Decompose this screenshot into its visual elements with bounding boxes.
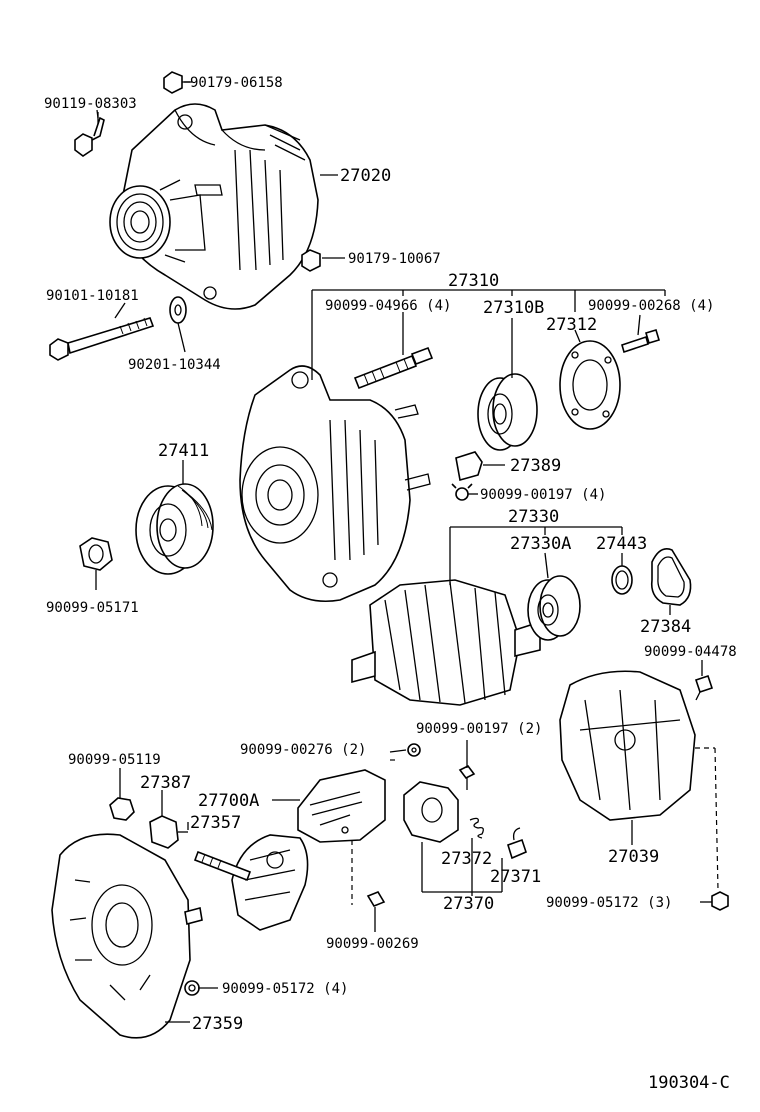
stud-90099-04966-drawing bbox=[353, 346, 434, 390]
ring-27443-drawing bbox=[611, 565, 633, 595]
bolt-90101-10181-drawing bbox=[49, 317, 155, 361]
label-90119-08303: 90119-08303 bbox=[44, 96, 137, 112]
rear-end-cover-27039-drawing bbox=[559, 670, 696, 821]
leader-lines bbox=[95, 81, 712, 1023]
label-27411: 27411 bbox=[158, 441, 209, 461]
terminal-stud-drawing bbox=[193, 850, 252, 882]
label-27359: 27359 bbox=[192, 1014, 243, 1034]
label-90099-00276: 90099-00276 (2) bbox=[240, 742, 366, 758]
label-27330: 27330 bbox=[508, 507, 559, 527]
label-27372: 27372 bbox=[441, 849, 492, 869]
label-90201-10344: 90201-10344 bbox=[128, 357, 221, 373]
insulator-27387-drawing bbox=[149, 815, 188, 849]
label-27443: 27443 bbox=[596, 534, 647, 554]
label-90099-04478: 90099-04478 bbox=[644, 644, 737, 660]
brush-holder-27370-drawing bbox=[403, 781, 459, 843]
label-27312: 27312 bbox=[546, 315, 597, 335]
nut-90099-05171-drawing bbox=[79, 537, 113, 571]
label-90099-05172-3: 90099-05172 (3) bbox=[546, 895, 672, 911]
retainer-plate-27312-drawing bbox=[559, 340, 621, 430]
label-27700A: 27700A bbox=[198, 791, 259, 811]
label-27370: 27370 bbox=[443, 894, 494, 914]
label-27330A: 27330A bbox=[510, 534, 571, 554]
label-90099-05172-4: 90099-05172 (4) bbox=[222, 981, 348, 997]
pulley-27411-drawing bbox=[135, 483, 214, 575]
washer-90201-10344-drawing bbox=[169, 296, 187, 324]
nut-90099-05172-4-drawing bbox=[184, 980, 200, 996]
nut-90099-00276-drawing bbox=[407, 743, 421, 757]
label-90099-00197-2: 90099-00197 (2) bbox=[416, 721, 542, 737]
nut-90099-05119-drawing bbox=[109, 797, 135, 821]
label-90179-10067: 90179-10067 bbox=[348, 251, 441, 267]
label-27039: 27039 bbox=[608, 847, 659, 867]
flange-nut-90179-06158-drawing bbox=[163, 71, 192, 94]
label-90179-06158: 90179-06158 bbox=[190, 75, 283, 91]
label-90099-05171: 90099-05171 bbox=[46, 600, 139, 616]
alternator-assembly-drawing bbox=[109, 103, 319, 310]
label-27384: 27384 bbox=[640, 617, 691, 637]
bearing-27310B-drawing bbox=[477, 373, 538, 451]
rectifier-end-frame-27359-drawing bbox=[51, 833, 203, 1039]
insulator-27384-drawing bbox=[650, 548, 692, 606]
label-90099-00268: 90099-00268 (4) bbox=[588, 298, 714, 314]
label-90099-04966: 90099-04966 (4) bbox=[325, 298, 451, 314]
label-90099-05119: 90099-05119 bbox=[68, 752, 161, 768]
screw-90099-04478-drawing bbox=[694, 674, 714, 701]
screw-90099-00197-4-drawing bbox=[451, 483, 473, 501]
brush-27371-drawing bbox=[507, 827, 527, 860]
rectifier-27357-drawing bbox=[231, 834, 309, 931]
label-90101-10181: 90101-10181 bbox=[46, 288, 139, 304]
rotor-27330-drawing bbox=[351, 579, 553, 706]
label-27310: 27310 bbox=[448, 271, 499, 291]
label-27357: 27357 bbox=[190, 813, 241, 833]
cover-27389-drawing bbox=[455, 451, 483, 482]
spring-27372-drawing bbox=[469, 817, 484, 839]
nut-90099-05172-3-drawing bbox=[711, 891, 729, 911]
label-27387: 27387 bbox=[140, 773, 191, 793]
label-27310B: 27310B bbox=[483, 298, 544, 318]
label-90099-00269: 90099-00269 bbox=[326, 936, 419, 952]
label-90099-00197-4: 90099-00197 (4) bbox=[480, 487, 606, 503]
label-27020: 27020 bbox=[340, 166, 391, 186]
bolt-90119-08303-drawing bbox=[74, 112, 105, 157]
label-27389: 27389 bbox=[510, 456, 561, 476]
dashed-guide-rear-vert bbox=[714, 747, 719, 891]
label-27371: 27371 bbox=[490, 867, 541, 887]
bearing-27330A-drawing bbox=[527, 575, 581, 641]
regulator-27700A-drawing bbox=[297, 769, 386, 843]
drive-end-frame-27310-drawing bbox=[239, 365, 431, 603]
screw-90099-00197-2-drawing bbox=[458, 764, 476, 790]
screw-90099-00269-drawing bbox=[366, 891, 386, 907]
nut-90179-10067-drawing bbox=[301, 249, 321, 272]
figure-id: 190304-C bbox=[648, 1073, 730, 1093]
screw-90099-00268-drawing bbox=[621, 329, 660, 354]
